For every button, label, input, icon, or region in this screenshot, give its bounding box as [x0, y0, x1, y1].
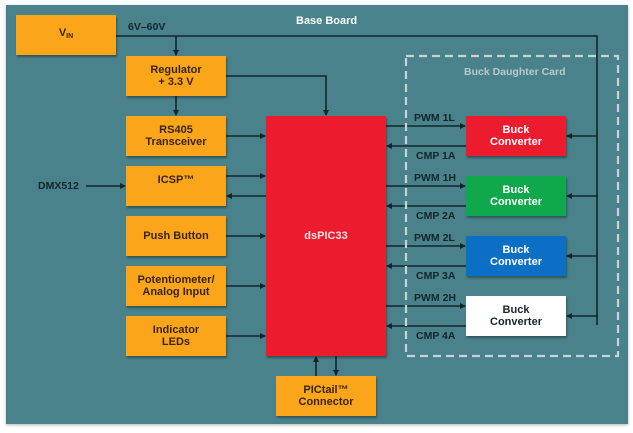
- pwm-2l-label: PWM 2L: [414, 232, 455, 244]
- potentiometer-block: Potentiometer/ Analog Input: [126, 266, 226, 306]
- dspic33-block: dsPIC33: [266, 116, 386, 356]
- rs405-transceiver-block: RS405 Transceiver: [126, 116, 226, 156]
- buck-converter-1: Buck Converter: [466, 116, 566, 156]
- regulator-to-mcu-wire: [226, 75, 329, 116]
- buck-converter-2: Buck Converter: [466, 176, 566, 216]
- buck-converter-3: Buck Converter: [466, 236, 566, 276]
- vin-label: VIN: [58, 27, 74, 40]
- base-board-title: Base Board: [296, 15, 358, 27]
- regulator-block: Regulator + 3.3 V: [126, 56, 226, 96]
- icsp-block: ICSP™: [126, 166, 226, 206]
- pwm-1h-label: PWM 1H: [414, 172, 456, 184]
- cmp-2a-label: CMP 2A: [416, 210, 456, 222]
- vin-rail: [116, 35, 598, 325]
- vin-block: VIN: [16, 15, 116, 55]
- daughter-card-title: Buck Daughter Card: [464, 66, 566, 78]
- cmp-1a-label: CMP 1A: [416, 150, 456, 162]
- pwm-2h-label: PWM 2H: [414, 292, 456, 304]
- vin-voltage-label: 6V–60V: [128, 21, 166, 33]
- push-button-block: Push Button: [126, 216, 226, 256]
- pwm-1l-label: PWM 1L: [414, 112, 455, 124]
- indicator-leds-block: Indicator LEDs: [126, 316, 226, 356]
- dmx512-label: DMX512: [38, 180, 79, 192]
- buck-converter-4: Buck Converter: [466, 296, 566, 336]
- cmp-3a-label: CMP 3A: [416, 270, 456, 282]
- pictail-connector-block: PICtail™ Connector: [276, 376, 376, 416]
- cmp-4a-label: CMP 4A: [416, 330, 456, 342]
- daughter-card-outline: [404, 54, 620, 358]
